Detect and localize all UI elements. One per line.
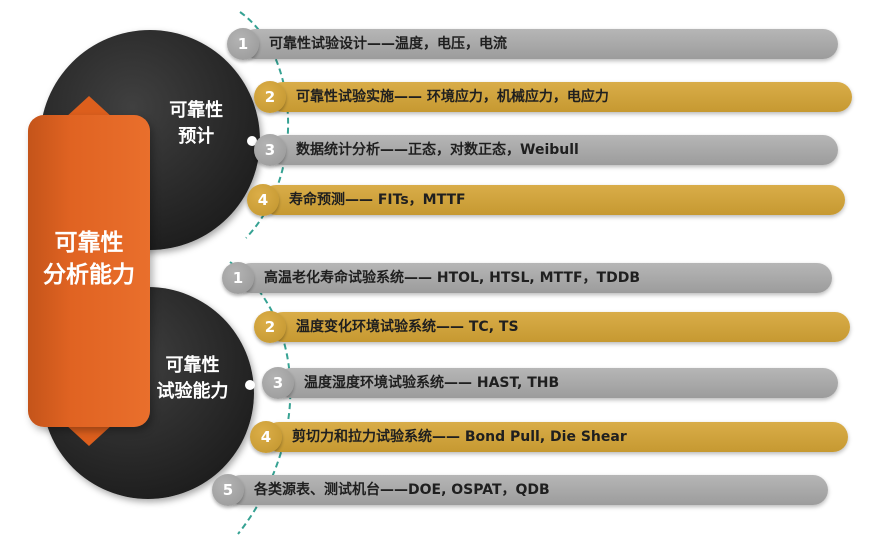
group-label-line1: 可靠性: [165, 355, 220, 376]
step-number-badge: 5: [212, 474, 244, 506]
step-number-badge: 4: [247, 184, 279, 216]
step-number-badge: 3: [254, 134, 286, 166]
capability-bar-label: 可靠性试验设计——温度，电压，电流: [269, 36, 507, 52]
capability-bar-label: 温度变化环境试验系统—— TC, TS: [296, 319, 519, 335]
banner-arrow-down: [65, 424, 113, 446]
capability-bar: 高温老化寿命试验系统—— HTOL, HTSL, MTTF，TDDB: [236, 263, 832, 293]
capability-bar: 数据统计分析——正态，对数正态，Weibull: [268, 135, 838, 165]
capability-bar: 可靠性试验实施—— 环境应力，机械应力，电应力: [268, 82, 852, 112]
banner-arrow-up: [65, 96, 113, 118]
step-number-badge: 3: [262, 367, 294, 399]
capability-bar: 剪切力和拉力试验系统—— Bond Pull, Die Shear: [264, 422, 848, 452]
group-circle-label: 可靠性 试验能力: [131, 353, 254, 405]
capability-bar-label: 可靠性试验实施—— 环境应力，机械应力，电应力: [296, 89, 609, 105]
capability-bar: 可靠性试验设计——温度，电压，电流: [241, 29, 838, 59]
capability-bar-label: 高温老化寿命试验系统—— HTOL, HTSL, MTTF，TDDB: [264, 270, 640, 286]
step-number-badge: 1: [222, 262, 254, 294]
banner-body: 可靠性 分析能力: [28, 115, 150, 427]
group-circle-label: 可靠性 预计: [132, 98, 260, 150]
step-number-badge: 1: [227, 28, 259, 60]
circle-edge-dot: [247, 136, 257, 146]
capability-bar-label: 各类源表、测试机台——DOE, OSPAT，QDB: [254, 482, 550, 498]
page-title: 可靠性 分析能力: [28, 227, 150, 291]
page-title-line1: 可靠性: [54, 230, 124, 256]
group-label-line2: 预计: [178, 126, 215, 148]
capability-bar-label: 温度湿度环境试验系统—— HAST, THB: [304, 375, 560, 391]
capability-bar-label: 剪切力和拉力试验系统—— Bond Pull, Die Shear: [292, 429, 627, 445]
circle-edge-dot: [245, 380, 255, 390]
capability-bar-label: 数据统计分析——正态，对数正态，Weibull: [296, 142, 579, 158]
capability-bar: 寿命预测—— FITs，MTTF: [261, 185, 845, 215]
main-title-banner: 可靠性 分析能力: [28, 96, 150, 446]
group-label-line2: 试验能力: [156, 381, 229, 403]
capability-bar-label: 寿命预测—— FITs，MTTF: [289, 192, 466, 208]
step-number-badge: 2: [254, 311, 286, 343]
step-number-badge: 2: [254, 81, 286, 113]
step-number-badge: 4: [250, 421, 282, 453]
capability-bar: 温度湿度环境试验系统—— HAST, THB: [276, 368, 838, 398]
page-title-line2: 分析能力: [43, 262, 135, 289]
capability-bar: 各类源表、测试机台——DOE, OSPAT，QDB: [226, 475, 828, 505]
capability-bar: 温度变化环境试验系统—— TC, TS: [268, 312, 850, 342]
group-label-line1: 可靠性: [169, 100, 224, 121]
